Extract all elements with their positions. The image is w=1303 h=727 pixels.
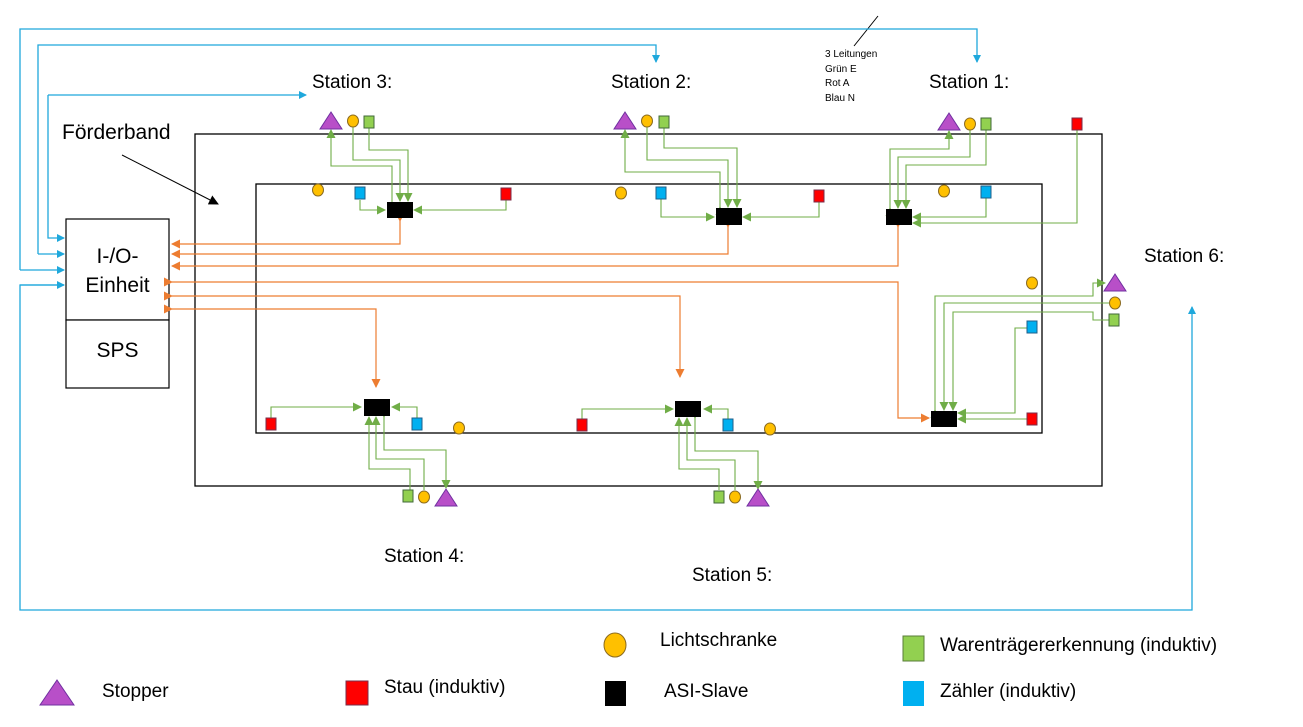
signal-lines (164, 213, 930, 423)
signal-io-station-1 (171, 219, 903, 271)
stau-station-6[interactable] (1026, 412, 1038, 426)
asi-slave-station-3[interactable] (387, 202, 413, 218)
warentraeger-station-2[interactable] (658, 115, 670, 129)
warentraeger-station-3[interactable] (363, 115, 375, 129)
stopper-station-4[interactable] (434, 488, 458, 507)
stau-icon (345, 680, 369, 706)
lichtschranke-inner-station-6[interactable] (1026, 276, 1038, 290)
stau-station-3[interactable] (500, 187, 512, 201)
warentraeger-station-4[interactable] (402, 489, 414, 503)
zaehler-station-1[interactable] (980, 185, 992, 199)
lichtschranke-inner-station-4[interactable] (453, 421, 465, 435)
power-line-io-1 (47, 95, 65, 242)
lichtschranke-station-6[interactable] (1109, 296, 1121, 310)
asi-slave-station-1[interactable] (886, 209, 912, 225)
zaehler-station-4[interactable] (411, 417, 423, 431)
lichtschranke-station-1[interactable] (964, 117, 976, 131)
stopper-icon (39, 679, 75, 706)
stopper-station-1[interactable] (937, 112, 961, 131)
sps-box[interactable] (65, 319, 170, 389)
stau-station-1[interactable] (1071, 117, 1083, 131)
io-unit-box[interactable] (65, 218, 170, 321)
legend-label-warentraeger: Warenträgererkennung (induktiv) (940, 635, 1218, 656)
sensor-lines (270, 126, 1110, 490)
zaehler-station-2[interactable] (655, 186, 667, 200)
zaehler-station-6[interactable] (1026, 320, 1038, 334)
asi-slave-station-4[interactable] (364, 399, 390, 416)
lichtschranke-station-5[interactable] (729, 490, 741, 504)
asi-slaves (364, 202, 957, 427)
lichtschranke-inner-station-5[interactable] (764, 422, 776, 436)
power-lines (19, 28, 1196, 611)
cable-slash-mark (853, 15, 879, 47)
legend-icons (39, 632, 925, 706)
stau-station-4[interactable] (265, 417, 277, 431)
stau-station-5[interactable] (576, 418, 588, 432)
stopper-station-2[interactable] (613, 111, 637, 130)
cable-note-line: Rot A (825, 78, 850, 89)
station-3-label: Station 3: (312, 72, 393, 93)
signal-io-station-4 (164, 304, 381, 388)
stau-station-2[interactable] (813, 189, 825, 203)
power-line-station-1 (19, 28, 981, 270)
station-2-label: Station 2: (611, 72, 692, 93)
legend-label-lichtschranke: Lichtschranke (660, 630, 778, 651)
station-4-label: Station 4: (384, 546, 465, 567)
lichtschranke-station-2[interactable] (641, 114, 653, 128)
lichtschranke-inner-station-3[interactable] (312, 183, 324, 197)
io-unit-label: I-/O- Einheit (66, 242, 169, 300)
stopper-station-6[interactable] (1103, 273, 1127, 292)
cable-note: 3 Leitungen Grün E Rot A Blau N (825, 48, 877, 106)
asi-slave-station-2[interactable] (716, 208, 742, 225)
legend-label-asi-slave: ASI-Slave (664, 681, 749, 702)
signal-io-station-6 (164, 277, 930, 423)
lichtschranke-icon (603, 632, 627, 658)
lichtschranke-inner-station-1[interactable] (938, 184, 950, 198)
signal-io-station-3 (171, 213, 405, 249)
asi-slave-station-5[interactable] (675, 401, 701, 417)
warentraeger-station-5[interactable] (713, 490, 725, 504)
warentraeger-station-1[interactable] (980, 117, 992, 131)
legend-label-zaehler: Zähler (induktiv) (940, 681, 1077, 702)
warentraeger-icon (902, 635, 925, 662)
stopper-station-3[interactable] (319, 111, 343, 130)
cable-note-line: Grün E (825, 63, 857, 75)
stopper-station-5[interactable] (746, 488, 770, 507)
warentraeger-station-6[interactable] (1108, 313, 1120, 327)
power-line-station-2 (37, 44, 660, 254)
asi-slave-icon (605, 681, 626, 706)
asi-slave-station-6[interactable] (931, 411, 957, 427)
sps-label: SPS (96, 339, 139, 362)
lichtschranke-station-3[interactable] (347, 114, 359, 128)
signal-io-station-5 (164, 291, 685, 378)
legend-label-stau: Stau (induktiv) (384, 677, 506, 698)
cable-note-line: Blau N (825, 92, 856, 104)
io-unit-label-line1: I-/O- (96, 245, 139, 268)
lichtschranke-inner-station-2[interactable] (615, 186, 627, 200)
station-6-label: Station 6: (1144, 246, 1225, 267)
zaehler-icon (903, 681, 924, 706)
cable-note-line: 3 Leitungen (825, 49, 878, 60)
io-unit-label-line2: Einheit (85, 274, 150, 297)
station-1-label: Station 1: (929, 72, 1010, 93)
zaehler-station-5[interactable] (722, 418, 734, 432)
legend-label-stopper: Stopper (102, 681, 169, 702)
station-5-label: Station 5: (692, 565, 773, 586)
zaehler-station-3[interactable] (354, 186, 366, 200)
conveyor-label: Förderband (62, 121, 171, 144)
power-line-station-6 (19, 284, 1196, 611)
lichtschranke-station-4[interactable] (418, 490, 430, 504)
conveyor-pointer-arrow (121, 154, 219, 205)
sensors (265, 111, 1127, 507)
